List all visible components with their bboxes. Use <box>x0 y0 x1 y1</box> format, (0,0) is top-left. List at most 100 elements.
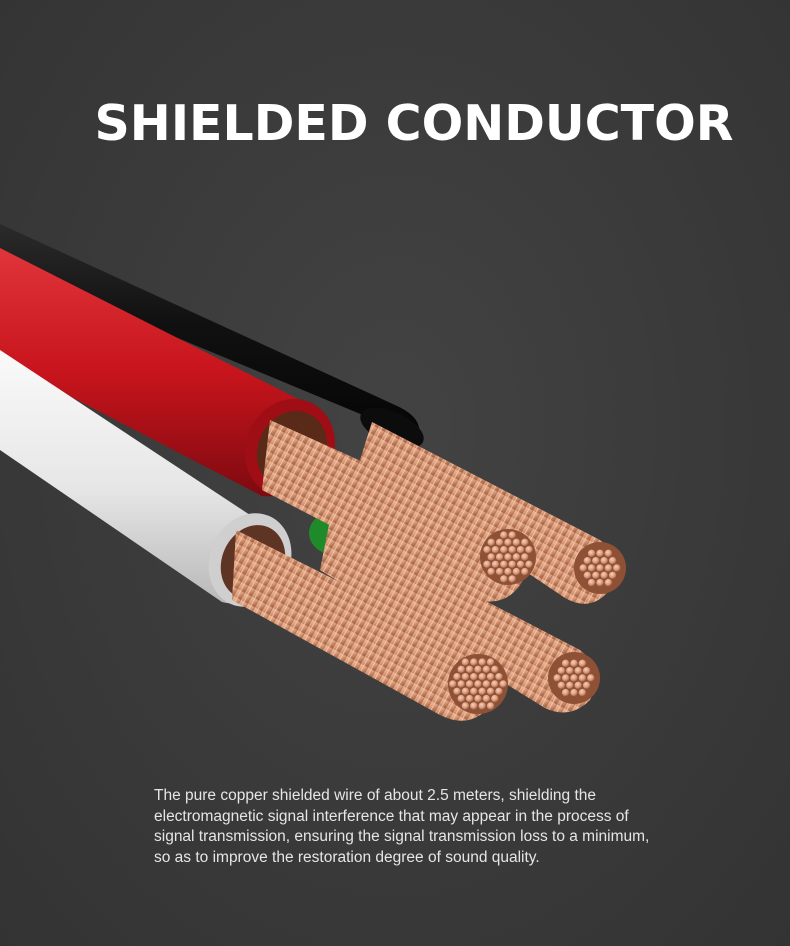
copper-strand-end <box>470 702 478 710</box>
copper-strand-end <box>487 567 495 576</box>
copper-strand-end <box>557 681 566 690</box>
copper-strand-end <box>495 553 504 561</box>
copper-strand-end <box>521 567 529 576</box>
copper-strand-end <box>474 680 482 688</box>
cable-cross-section-image <box>0 224 626 721</box>
copper-strand-end <box>587 674 595 682</box>
copper-strand-end <box>592 571 600 580</box>
copper-strand-end <box>512 538 521 547</box>
copper-strand-end <box>596 564 604 572</box>
copper-strand-end <box>457 694 465 703</box>
copper-strand-end <box>608 556 617 565</box>
copper-strand-end <box>486 687 495 696</box>
copper-strand-end <box>525 545 533 554</box>
copper-strand-end <box>482 665 491 674</box>
copper-strand-end <box>478 687 486 696</box>
copper-strand-end <box>491 665 499 674</box>
copper-strand-end <box>486 702 495 710</box>
copper-strand-end <box>470 658 478 666</box>
copper-strand-end <box>582 681 591 690</box>
copper-strand-end <box>521 553 529 561</box>
copper-strand-end <box>582 666 591 675</box>
copper-strand-end <box>516 560 525 569</box>
copper-strand-end <box>613 564 621 572</box>
copper-strand-end <box>508 560 516 569</box>
copper-strand-end <box>483 545 491 554</box>
copper-strand-end <box>486 672 495 681</box>
copper-strand-end <box>521 538 529 547</box>
copper-strand-end <box>570 688 578 697</box>
copper-strand-end <box>508 531 516 539</box>
copper-strand-end <box>578 674 587 682</box>
copper-strand-end <box>482 694 491 703</box>
copper-strand-end <box>495 672 503 681</box>
copper-strand-end <box>495 538 504 547</box>
copper-strand-end <box>491 545 500 554</box>
copper-strand-end <box>453 672 461 681</box>
copper-strand-end <box>561 688 570 697</box>
copper-strand-end <box>561 674 570 682</box>
copper-strand-end <box>486 658 495 666</box>
copper-strand-end <box>566 681 574 690</box>
copper-strand-end <box>465 665 474 674</box>
headline: SHIELDED CONDUCTOR <box>94 95 734 152</box>
copper-strand-end <box>557 666 566 675</box>
copper-strand-end <box>504 553 512 561</box>
copper-strand-end <box>470 687 478 696</box>
copper-strand-end <box>566 666 574 675</box>
copper-strand-end <box>583 571 592 580</box>
copper-strand-end <box>487 538 495 547</box>
copper-strand-end <box>587 564 596 572</box>
copper-strand-end <box>578 688 587 697</box>
copper-strand-end <box>500 575 508 583</box>
copper-strand-end <box>587 578 596 587</box>
copper-strand-end <box>465 680 474 688</box>
copper-strand-end <box>500 531 508 539</box>
copper-strand-end <box>574 666 582 675</box>
copper-strand-end <box>461 687 470 696</box>
copper-strand-end <box>461 672 470 681</box>
copper-strand-end <box>478 672 486 681</box>
copper-strand-end <box>482 680 491 688</box>
copper-strand-end <box>508 575 516 583</box>
copper-strand-end <box>508 545 516 554</box>
copper-strand-end <box>491 560 500 569</box>
copper-strand-end <box>561 659 570 668</box>
copper-strand-end <box>461 658 470 666</box>
copper-strand-end <box>525 560 533 569</box>
copper-strand-end <box>504 567 512 576</box>
copper-strand-end <box>608 571 617 580</box>
copper-strand-end <box>512 553 521 561</box>
copper-strand-end <box>495 687 503 696</box>
copper-strand-end <box>570 659 578 668</box>
copper-strand-end <box>600 571 608 580</box>
copper-strand-end <box>583 556 592 565</box>
copper-strand-end <box>461 702 470 710</box>
copper-strand-end <box>596 578 604 587</box>
copper-strand-end <box>495 567 504 576</box>
copper-strand-end <box>553 674 561 682</box>
copper-strand-end <box>491 694 499 703</box>
copper-strand-end <box>570 674 578 682</box>
copper-strand-end <box>457 665 465 674</box>
copper-strand-end <box>491 680 499 688</box>
copper-strand-end <box>604 549 613 558</box>
copper-strand-end <box>499 680 507 688</box>
copper-strand-end <box>470 672 478 681</box>
copper-strand-end <box>500 545 508 554</box>
copper-strand-end <box>500 560 508 569</box>
copper-strand-end <box>516 545 525 554</box>
copper-strand-end <box>504 538 512 547</box>
copper-strand-end <box>600 556 608 565</box>
copper-strand-end <box>604 578 613 587</box>
copper-strand-end <box>487 553 495 561</box>
copper-strand-end <box>596 549 604 558</box>
copper-strand-end <box>483 560 491 569</box>
copper-strand-end <box>587 549 596 558</box>
copper-strand-end <box>465 694 474 703</box>
copper-strand-end <box>457 680 465 688</box>
copper-strand-end <box>592 556 600 565</box>
copper-strand-end <box>449 680 457 688</box>
copper-strand-end <box>578 659 587 668</box>
